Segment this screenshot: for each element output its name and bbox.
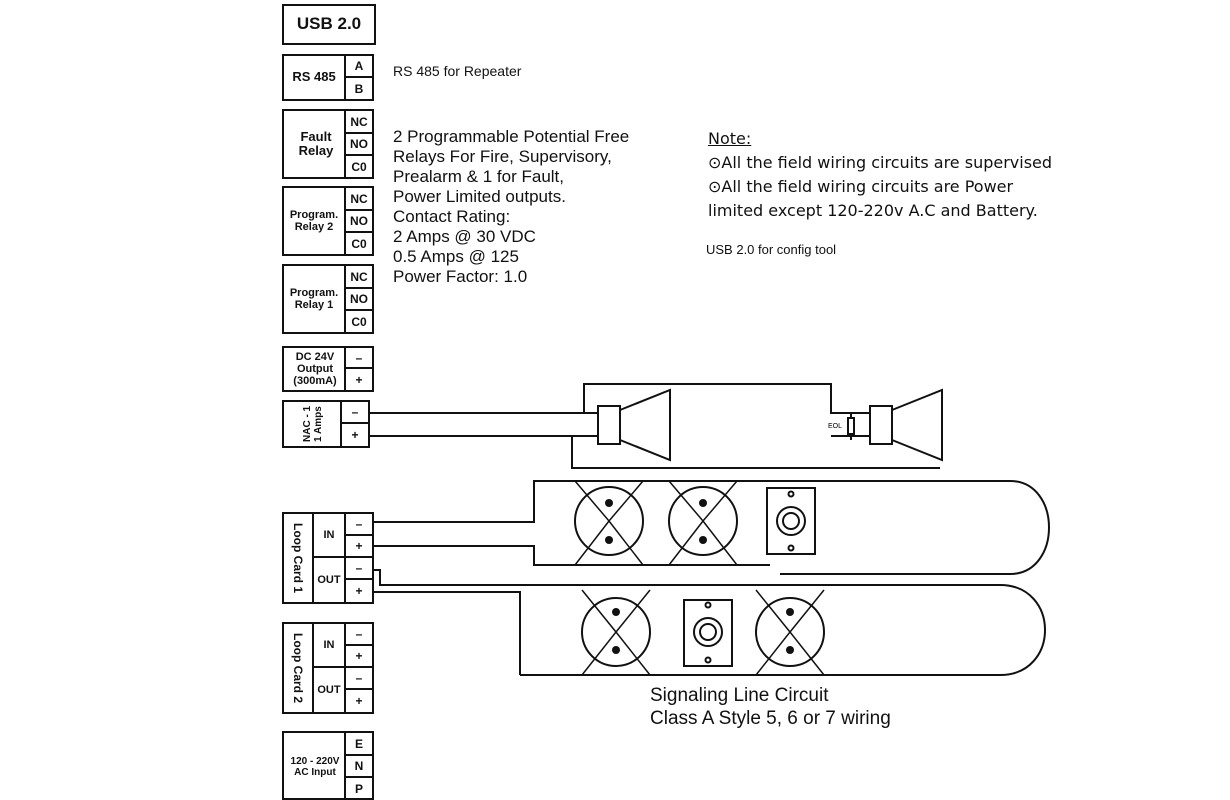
loop-card-1-pin: – [344,514,372,536]
dc-output-pin-minus: – [344,348,372,369]
nac-pin-minus: – [340,402,368,424]
loop-card-2-terminal: Loop Card 2 IN OUT – + – + [282,622,374,714]
slc-caption: Signaling Line Circuit Class A Style 5, … [650,684,891,730]
note-line: ⊙All the field wiring circuits are super… [708,153,1053,172]
loop-card-2-pin: + [344,690,372,712]
fault-relay-pin-c0: C0 [344,156,372,177]
program-relay-2-terminal: Program. Relay 2 NC NO C0 [282,186,374,256]
manual-call-point-icon [683,599,733,667]
usb-port: USB 2.0 [282,4,376,45]
program-relay-1-pin-nc: NC [344,266,372,289]
rs485-terminal: RS 485 A B [282,54,374,101]
relay-desc-line: 2 Amps @ 30 VDC [393,227,536,246]
fault-relay-pin-nc: NC [344,111,372,134]
horn-icon [597,388,671,462]
usb-description: USB 2.0 for config tool [706,242,837,257]
rs485-pin-b: B [344,78,372,99]
dc-output-pin-plus: + [344,369,372,390]
ac-input-label: 120 - 220V AC Input [290,755,340,778]
loop-card-2-out-label: OUT [312,668,344,712]
fault-relay-terminal: Fault Relay NC NO C0 [282,109,374,179]
usb-label: USB 2.0 [296,14,362,34]
ac-input-pin-n: N [344,756,372,778]
loop-card-1-in-label: IN [312,514,344,558]
ac-input-terminal: 120 - 220V AC Input E N P [282,731,374,800]
ac-input-pin-e: E [344,733,372,756]
fault-relay-label: Fault Relay [298,128,334,158]
eol-label: EOL [828,423,842,430]
nac-wiring [370,383,940,469]
smoke-detector-icon [574,480,644,566]
nac-pin-plus: + [340,424,368,446]
loop-card-2-pin: + [344,646,372,668]
loop-card-2-pin: – [344,624,372,646]
relay-desc-line: Relays For Fire, Supervisory, [393,147,612,166]
detector-terminals [605,499,794,654]
dc-output-label: DC 24V Output (300mA) [293,350,337,388]
loop-card-1-out-label: OUT [312,558,344,602]
relay-desc-line: 0.5 Amps @ 125 [393,247,519,266]
relay-desc-line: Prealarm & 1 for Fault, [393,167,565,186]
program-relay-1-pin-no: NO [344,289,372,311]
eol-resistor-icon [847,413,855,440]
program-relay-1-terminal: Program. Relay 1 NC NO C0 [282,264,374,334]
slc-caption-line-2: Class A Style 5, 6 or 7 wiring [650,708,891,729]
slc-loop-1-wiring [374,480,1050,676]
relay-desc-line: Contact Rating: [393,207,511,226]
nac-terminal: NAC - 1 1 Amps – + [282,400,370,448]
smoke-detector-icon [755,589,825,676]
loop-card-2-in-label: IN [312,624,344,668]
program-relay-1-label: Program. Relay 1 [289,286,339,311]
dc-output-terminal: DC 24V Output (300mA) – + [282,346,374,392]
relay-desc-line: Power Factor: 1.0 [393,267,528,286]
relay-desc-line: Power Limited outputs. [393,187,566,206]
note-block: Note: ⊙All the field wiring circuits are… [708,127,1052,223]
loop-card-2-pin: – [344,668,372,690]
note-title: Note: [708,129,752,148]
manual-call-point-icon [766,487,816,555]
smoke-detector-icon [668,480,738,566]
program-relay-2-pin-no: NO [344,211,372,233]
fault-relay-pin-no: NO [344,134,372,156]
smoke-detector-icon [581,589,651,676]
rs485-label: RS 485 [292,69,336,85]
program-relay-2-pin-c0: C0 [344,233,372,254]
rs485-pin-a: A [344,56,372,78]
note-line: ⊙All the field wiring circuits are Power [708,177,1014,196]
loop-card-1-terminal: Loop Card 1 IN OUT – + – + [282,512,374,604]
program-relay-2-label: Program. Relay 2 [289,208,339,233]
slc-caption-line-1: Signaling Line Circuit [650,685,829,706]
loop-card-1-pin: – [344,558,372,580]
loop-card-1-label: Loop Card 1 [291,522,305,593]
program-relay-1-pin-c0: C0 [344,311,372,332]
relay-description: 2 Programmable Potential Free Relays For… [393,127,629,287]
rs485-description: RS 485 for Repeater [393,63,522,79]
loop-card-1-pin: + [344,580,372,602]
ac-input-pin-p: P [344,778,372,800]
note-line: limited except 120-220v A.C and Battery. [708,201,1038,220]
relay-desc-line: 2 Programmable Potential Free [393,127,630,146]
horn-icon [869,388,943,462]
loop-card-2-label: Loop Card 2 [291,632,305,703]
program-relay-2-pin-nc: NC [344,188,372,211]
loop-card-1-pin: + [344,536,372,558]
